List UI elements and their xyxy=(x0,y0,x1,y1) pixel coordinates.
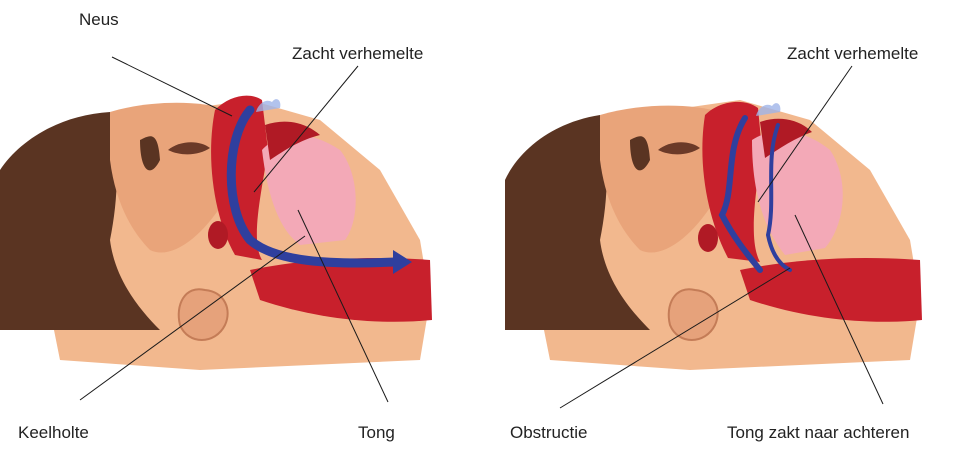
throat-tissue xyxy=(698,224,718,252)
throat-tissue xyxy=(208,221,228,249)
panel-normal-airway xyxy=(0,57,432,402)
label-soft-palate: Zacht verhemelte xyxy=(292,44,423,64)
ear xyxy=(179,289,228,340)
label-soft-palate-right: Zacht verhemelte xyxy=(787,44,918,64)
ear xyxy=(669,289,718,340)
label-nose: Neus xyxy=(79,10,119,30)
label-tongue-back: Tong zakt naar achteren xyxy=(727,423,909,443)
label-pharynx: Keelholte xyxy=(18,423,89,443)
label-obstruction: Obstructie xyxy=(510,423,587,443)
label-tongue: Tong xyxy=(358,423,395,443)
panel-obstructed-airway xyxy=(505,66,922,408)
